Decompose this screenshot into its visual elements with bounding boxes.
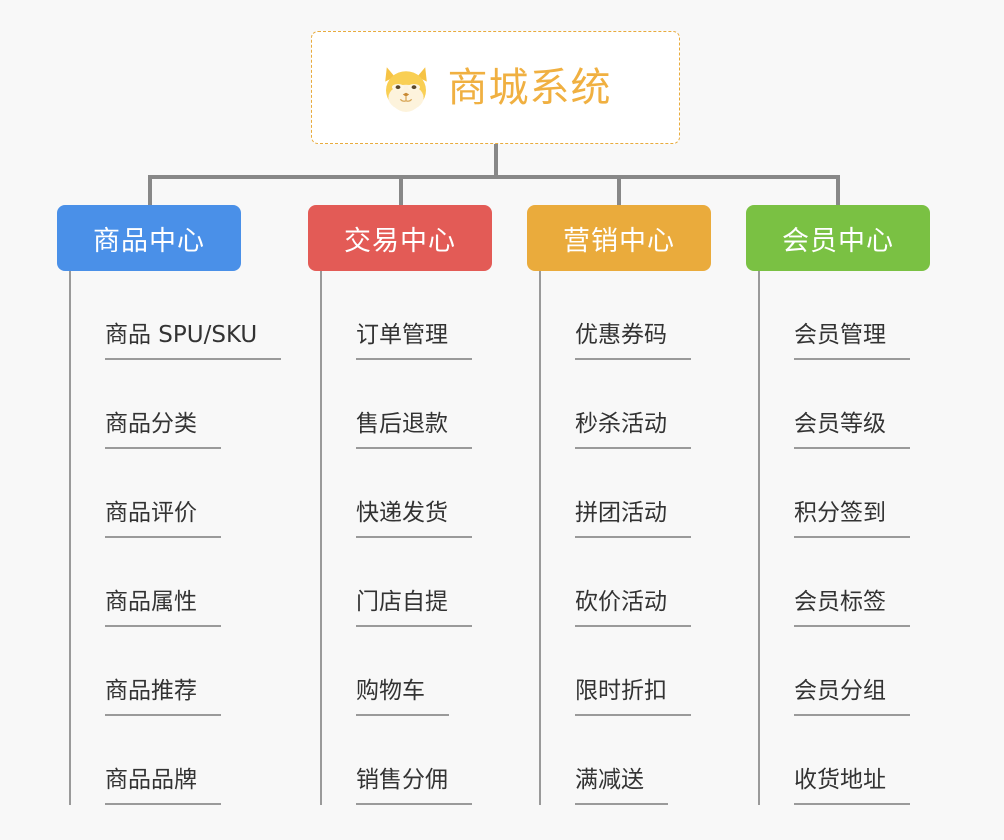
leaf-item[interactable]: 秒杀活动 [539,360,691,449]
branch-spine-1 [69,271,71,805]
leaf-label: 门店自提 [356,588,472,627]
leaf-label: 会员等级 [794,410,910,449]
leaf-label: 会员分组 [794,677,910,716]
category-label-2: 交易中心 [344,225,456,257]
leaf-item[interactable]: 购物车 [320,627,449,716]
category-box-4[interactable]: 会员中心 [746,205,930,271]
leaf-item[interactable]: 积分签到 [758,449,910,538]
leaf-item[interactable]: 商品推荐 [69,627,221,716]
connector-drop-3 [617,175,621,205]
leaf-label: 满减送 [575,766,668,805]
leaf-item[interactable]: 砍价活动 [539,538,691,627]
category-label-4: 会员中心 [782,225,894,257]
leaf-item[interactable]: 门店自提 [320,538,472,627]
branch-spine-2 [320,271,322,805]
category-label-1: 商品中心 [93,225,205,257]
shiba-dog-icon [384,66,427,112]
leaf-label: 商品分类 [105,410,221,449]
leaf-item[interactable]: 会员管理 [758,271,910,360]
leaf-item[interactable]: 商品评价 [69,449,221,538]
leaf-item[interactable]: 会员分组 [758,627,910,716]
root-title: 商城系统 [447,64,612,111]
leaf-label: 砍价活动 [575,588,691,627]
leaf-label: 商品 SPU/SKU [105,321,282,360]
leaf-label: 购物车 [356,677,449,716]
leaf-item[interactable]: 优惠券码 [539,271,691,360]
leaf-item[interactable]: 订单管理 [320,271,472,360]
leaf-item[interactable]: 会员标签 [758,538,910,627]
branch-spine-4 [758,271,760,805]
root-node[interactable]: 商城系统 [311,31,680,144]
category-box-3[interactable]: 营销中心 [527,205,711,271]
leaf-label: 会员管理 [794,321,910,360]
leaf-label: 销售分佣 [356,766,472,805]
leaf-item[interactable]: 拼团活动 [539,449,691,538]
leaf-label: 订单管理 [356,321,472,360]
leaf-label: 秒杀活动 [575,410,691,449]
leaf-item[interactable]: 商品属性 [69,538,221,627]
leaf-label: 优惠券码 [575,321,691,360]
leaf-label: 商品推荐 [105,677,221,716]
connector-root-stem [494,144,498,178]
branch-spine-3 [539,271,541,805]
leaf-item[interactable]: 限时折扣 [539,627,691,716]
leaf-item[interactable]: 快递发货 [320,449,472,538]
leaf-item[interactable]: 收货地址 [758,716,910,805]
leaf-item[interactable]: 商品 SPU/SKU [69,271,282,360]
leaf-label: 拼团活动 [575,499,691,538]
leaf-item[interactable]: 销售分佣 [320,716,472,805]
leaf-label: 商品属性 [105,588,221,627]
leaf-label: 售后退款 [356,410,472,449]
connector-drop-4 [836,175,840,205]
leaf-label: 商品品牌 [105,766,221,805]
leaf-item[interactable]: 商品分类 [69,360,221,449]
leaf-item[interactable]: 售后退款 [320,360,472,449]
leaf-item[interactable]: 会员等级 [758,360,910,449]
leaf-item[interactable]: 满减送 [539,716,668,805]
leaf-label: 收货地址 [794,766,910,805]
connector-drop-2 [399,175,403,205]
leaf-label: 限时折扣 [575,677,691,716]
connector-drop-1 [148,175,152,205]
leaf-label: 快递发货 [356,499,472,538]
connector-horizontal-bar [148,175,840,179]
leaf-label: 商品评价 [105,499,221,538]
category-box-2[interactable]: 交易中心 [308,205,492,271]
leaf-label: 会员标签 [794,588,910,627]
category-label-3: 营销中心 [563,225,675,257]
leaf-item[interactable]: 商品品牌 [69,716,221,805]
category-box-1[interactable]: 商品中心 [57,205,241,271]
leaf-label: 积分签到 [794,499,910,538]
